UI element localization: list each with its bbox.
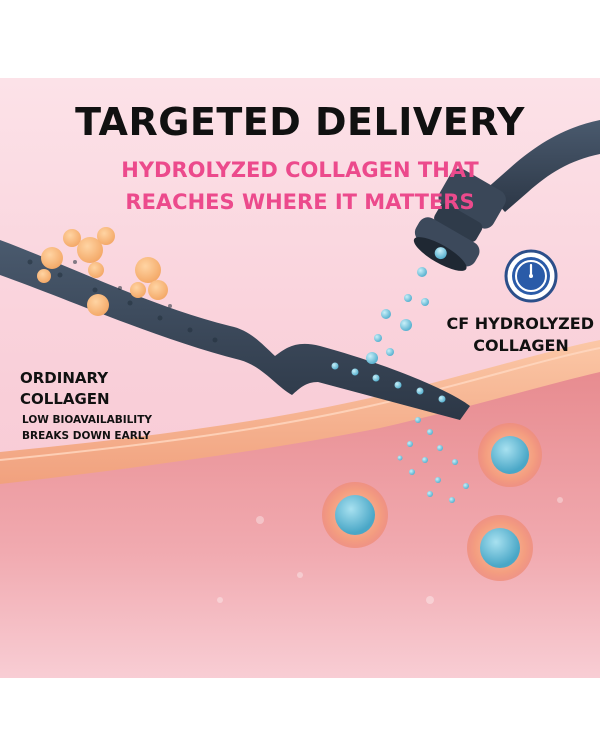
headline-subtitle-line2: REACHES WHERE IT MATTERS — [125, 190, 475, 214]
ordinary-collagen-label-line1: ORDINARY — [20, 369, 109, 387]
cf-collagen-droplets — [366, 267, 469, 503]
strip-beads — [331, 362, 446, 403]
skin-layer — [0, 340, 600, 484]
dispenser-nozzle — [413, 168, 506, 271]
ordinary-collagen-detail-1: LOW BIOAVAILABILITY — [22, 414, 152, 426]
collagen-strip — [0, 240, 470, 420]
headline-subtitle-line1: HYDROLYZED COLLAGEN THAT — [121, 158, 479, 182]
strip-dots — [27, 259, 218, 343]
ordinary-collagen-label-line2: COLLAGEN — [20, 390, 110, 408]
clock-icon — [504, 249, 558, 303]
cell — [322, 482, 388, 548]
dispenser-hose — [485, 120, 600, 212]
ordinary-collagen-detail-2: BREAKS DOWN EARLY — [22, 430, 151, 442]
cf-collagen-label-line1: CF HYDROLYZED — [446, 314, 594, 333]
cell — [467, 515, 533, 581]
headline-title: TARGETED DELIVERY — [75, 100, 525, 144]
ordinary-collagen-clumps — [37, 227, 168, 316]
tissue-particles — [217, 497, 563, 604]
tissue-layer — [0, 362, 600, 678]
cf-collagen-label-line2: COLLAGEN — [473, 336, 569, 355]
cell — [478, 423, 542, 487]
